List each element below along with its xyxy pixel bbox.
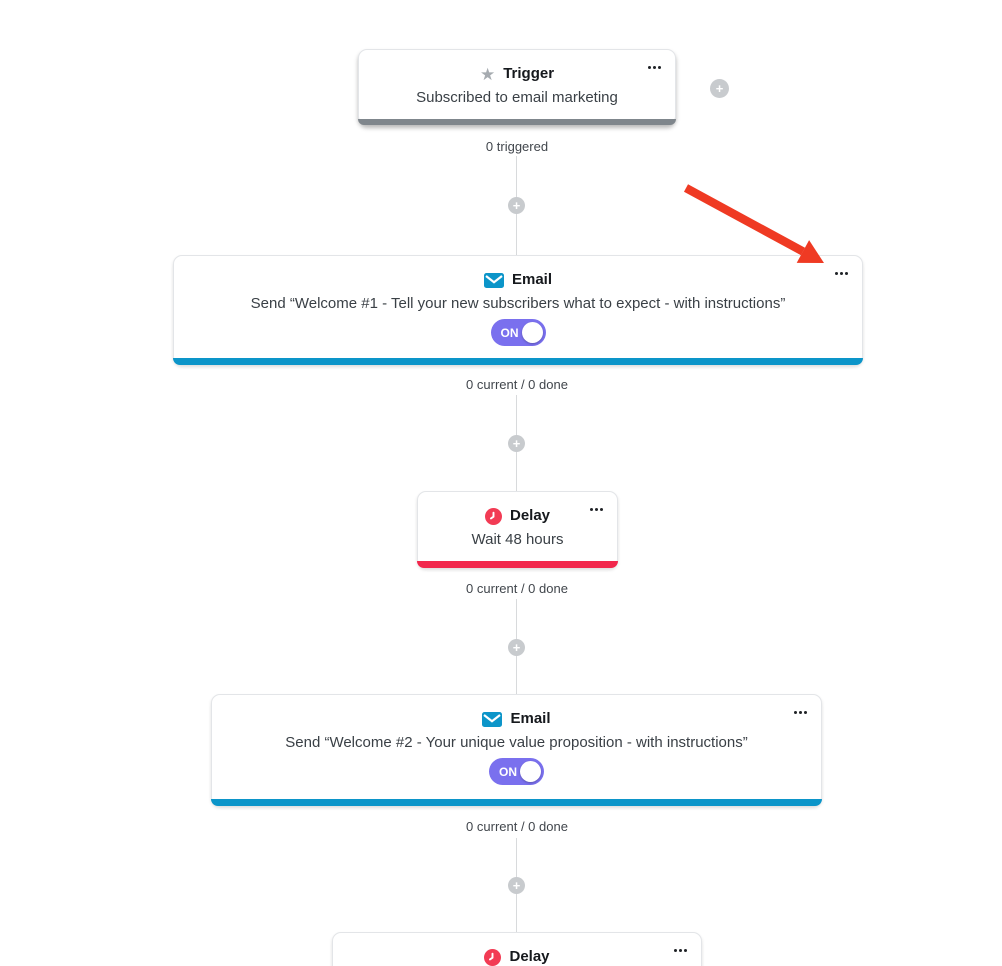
clock-icon xyxy=(484,507,502,525)
plus-icon: + xyxy=(512,197,521,213)
ellipsis-icon xyxy=(673,948,687,952)
plus-icon: + xyxy=(512,639,521,655)
node-menu-button[interactable] xyxy=(583,500,609,518)
plus-icon: + xyxy=(512,435,521,451)
node-menu-button[interactable] xyxy=(641,58,667,76)
clock-icon xyxy=(484,948,502,966)
add-step-button[interactable]: + xyxy=(508,639,525,656)
add-step-button[interactable]: + xyxy=(508,877,525,894)
node-title: Trigger xyxy=(503,65,555,82)
delay-node-header: Delay xyxy=(418,492,617,527)
delay-node-stat: 0 current / 0 done xyxy=(466,581,568,596)
star-icon: ★ xyxy=(479,64,496,84)
email-on-off-toggle[interactable]: ON xyxy=(490,319,546,346)
toggle-on-label: ON xyxy=(499,764,517,779)
add-step-button[interactable]: + xyxy=(508,197,525,214)
ellipsis-icon xyxy=(589,507,603,511)
email-node-header: Email xyxy=(212,695,821,730)
trigger-node-header: ★ Trigger xyxy=(359,50,675,85)
toggle-knob xyxy=(521,322,543,343)
delay-node-1[interactable]: Delay Wait 48 hours xyxy=(417,491,618,568)
delay-node-2[interactable]: Delay xyxy=(332,932,702,966)
node-accent-bar xyxy=(173,358,863,365)
node-menu-button[interactable] xyxy=(667,941,693,959)
toggle-on-label: ON xyxy=(500,325,519,340)
email-icon xyxy=(483,272,504,288)
node-description: Send “Welcome #2 - Your unique value pro… xyxy=(285,734,748,751)
email-node-1[interactable]: Email Send “Welcome #1 - Tell your new s… xyxy=(173,255,863,365)
node-menu-button[interactable] xyxy=(828,264,854,282)
node-title: Email xyxy=(511,271,553,288)
email-node-2[interactable]: Email Send “Welcome #2 - Your unique val… xyxy=(211,694,822,806)
plus-icon: + xyxy=(512,877,521,893)
node-accent-bar xyxy=(211,799,822,806)
email-icon xyxy=(482,711,503,727)
email-node-stat: 0 current / 0 done xyxy=(466,377,568,392)
email-on-off-toggle[interactable]: ON xyxy=(489,758,544,785)
delay-node-header: Delay xyxy=(333,933,701,966)
add-step-button[interactable]: + xyxy=(508,435,525,452)
plus-icon: + xyxy=(715,80,724,96)
add-parallel-step-button[interactable]: + xyxy=(710,79,729,98)
ellipsis-icon xyxy=(793,710,807,714)
node-description: Subscribed to email marketing xyxy=(416,89,618,106)
email-node-stat: 0 current / 0 done xyxy=(466,819,568,834)
node-description: Send “Welcome #1 - Tell your new subscri… xyxy=(250,295,786,312)
email-node-header: Email xyxy=(174,256,862,291)
node-accent-bar xyxy=(358,119,676,125)
node-accent-bar xyxy=(417,561,618,568)
toggle-knob xyxy=(520,761,541,782)
node-title: Delay xyxy=(509,507,551,524)
node-title: Delay xyxy=(509,948,550,965)
node-menu-button[interactable] xyxy=(787,703,813,721)
node-description: Wait 48 hours xyxy=(471,531,564,548)
ellipsis-icon xyxy=(647,65,661,69)
trigger-node[interactable]: ★ Trigger Subscribed to email marketing xyxy=(358,49,676,125)
node-title: Email xyxy=(510,710,551,727)
ellipsis-icon xyxy=(834,271,848,275)
trigger-stat: 0 triggered xyxy=(485,139,549,154)
